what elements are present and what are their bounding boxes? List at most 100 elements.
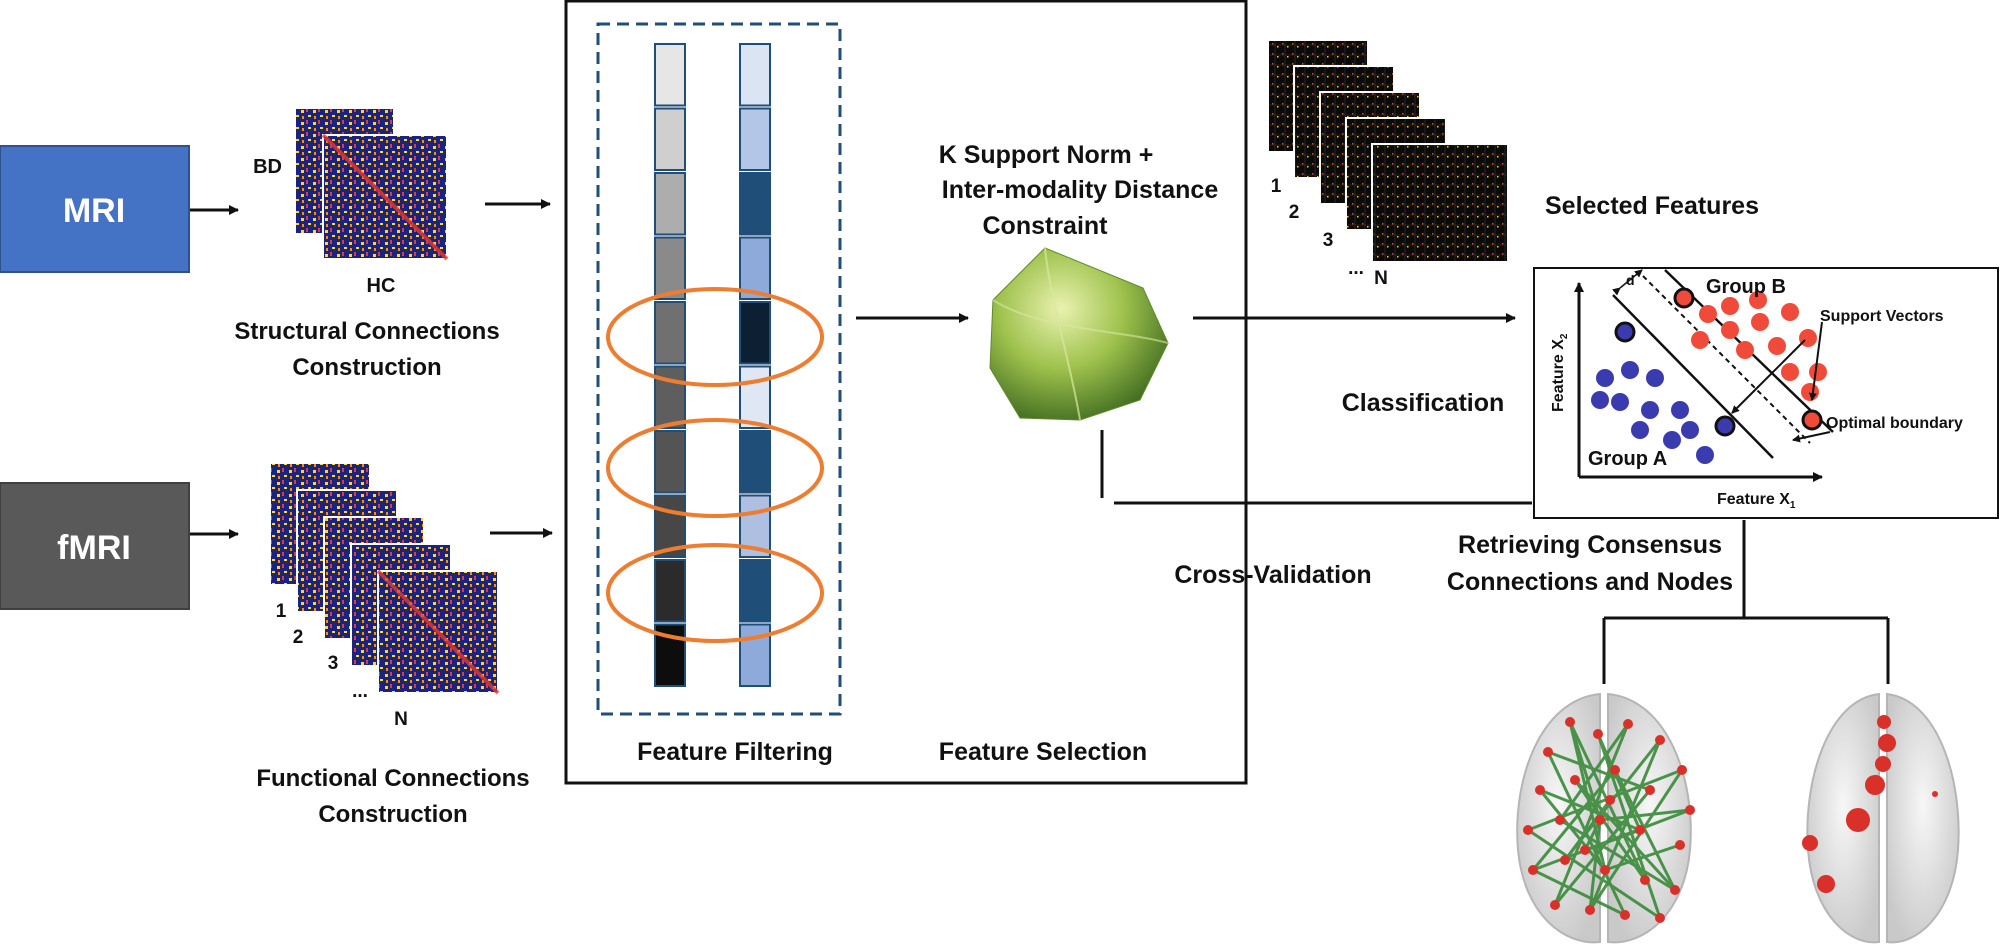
brain-node — [1550, 900, 1560, 910]
classification-label: Classification — [1342, 389, 1505, 417]
brain-node — [1677, 765, 1687, 775]
group-b-label: Group B — [1706, 276, 1786, 298]
group-b-point — [1736, 341, 1754, 359]
brain-node — [1623, 719, 1633, 729]
norm-title-1: K Support Norm + — [939, 141, 1154, 169]
axis-x-label: Feature X1 — [1717, 491, 1796, 511]
group-b-support-vector — [1673, 287, 1695, 309]
brain-connection — [1588, 739, 1662, 911]
brain-node — [1555, 815, 1565, 825]
blue-feature-cell — [739, 430, 771, 494]
axis-y-label: Feature X2 — [1550, 333, 1570, 412]
fmri-label: fMRI — [57, 529, 131, 567]
group-a-point — [1591, 391, 1609, 409]
feature-filtering-frame — [596, 22, 842, 716]
label-hc: HC — [367, 275, 396, 297]
group-b-point — [1768, 337, 1786, 355]
group-b-point — [1749, 291, 1767, 309]
brain-node — [1595, 815, 1605, 825]
brain-connection — [1546, 751, 1627, 916]
functional-caption-2: Construction — [318, 801, 467, 828]
k-support-norm-ball-icon — [989, 247, 1169, 421]
brain-connection — [1547, 750, 1651, 792]
brain-node — [1593, 729, 1603, 739]
brain-node — [1685, 805, 1695, 815]
functional-label-dots: ... — [352, 681, 368, 702]
brain-node — [1560, 855, 1570, 865]
brain-connections-icon — [1516, 692, 1695, 944]
highlight-ellipse-3 — [606, 543, 824, 643]
functional-label-2: 2 — [293, 627, 304, 648]
brain-nodes-icon — [1802, 692, 1960, 944]
blue-feature-column — [739, 43, 771, 687]
brain-connection — [1588, 769, 1684, 911]
group-b-point — [1691, 331, 1709, 349]
blue-feature-cell — [739, 236, 771, 300]
brain-node — [1528, 865, 1538, 875]
gray-feature-column — [654, 43, 686, 687]
group-a-point — [1663, 431, 1681, 449]
blue-feature-cell — [739, 43, 771, 107]
brain-connection — [1559, 818, 1676, 892]
group-a-point — [1611, 393, 1629, 411]
group-b-support-vector — [1801, 409, 1823, 431]
brain-node — [1535, 785, 1545, 795]
brain-node — [1675, 840, 1685, 850]
brain-connection — [1596, 733, 1662, 919]
brain-node — [1655, 913, 1665, 923]
svm-classifier-panel — [1533, 267, 1999, 519]
mri-label: MRI — [63, 192, 125, 230]
brain-connection — [1583, 799, 1612, 851]
selected-label-2: 2 — [1289, 202, 1300, 223]
blue-feature-cell — [739, 365, 771, 429]
group-b-point — [1751, 313, 1769, 331]
cross-validation-label: Cross-Validation — [1174, 561, 1371, 589]
group-a-point — [1646, 369, 1664, 387]
highlight-ellipse-1 — [606, 287, 824, 387]
consensus-title-2: Connections and Nodes — [1447, 568, 1733, 596]
label-bd: BD — [253, 156, 282, 178]
functional-matrices — [269, 462, 500, 695]
functional-label-n: N — [394, 709, 408, 730]
functional-label-1: 1 — [276, 601, 287, 622]
gray-feature-cell — [654, 301, 686, 365]
blue-feature-cell — [739, 559, 771, 623]
group-a-support-vector — [1614, 321, 1636, 343]
gray-feature-cell — [654, 559, 686, 623]
selected-label-1: 1 — [1271, 176, 1282, 197]
brain-node — [1605, 795, 1615, 805]
gray-feature-cell — [654, 172, 686, 236]
brain-connection — [1532, 868, 1626, 917]
brain-node — [1620, 910, 1630, 920]
brain-node — [1655, 735, 1665, 745]
blue-feature-cell — [739, 172, 771, 236]
functional-label-3: 3 — [328, 653, 339, 674]
blue-feature-cell — [739, 107, 771, 171]
brain-connection — [1568, 721, 1607, 871]
group-b-point — [1781, 363, 1799, 381]
norm-title-2: Inter-modality Distance — [942, 176, 1219, 204]
brain-node — [1645, 785, 1655, 795]
brain-node — [1635, 825, 1645, 835]
group-a-point — [1641, 401, 1659, 419]
group-a-point — [1621, 361, 1639, 379]
highlight-ellipse-2 — [606, 418, 824, 518]
group-b-point — [1721, 297, 1739, 315]
brain-node — [1570, 775, 1580, 785]
group-a-point — [1596, 369, 1614, 387]
consensus-title-1: Retrieving Consensus — [1458, 531, 1722, 559]
selected-features-matrices — [1267, 39, 1509, 263]
group-a-point — [1681, 421, 1699, 439]
fmri-box: fMRI — [0, 482, 190, 610]
structural-caption-1: Structural Connections — [234, 318, 499, 345]
brain-connection — [1588, 819, 1602, 911]
functional-caption-1: Functional Connections — [256, 765, 529, 792]
gray-feature-cell — [654, 107, 686, 171]
group-b-point — [1721, 321, 1739, 339]
selected-label-3: 3 — [1323, 230, 1334, 251]
brain-node — [1670, 885, 1680, 895]
brain-node — [1565, 717, 1575, 727]
group-a-label: Group A — [1588, 448, 1667, 470]
blue-feature-cell — [739, 301, 771, 365]
